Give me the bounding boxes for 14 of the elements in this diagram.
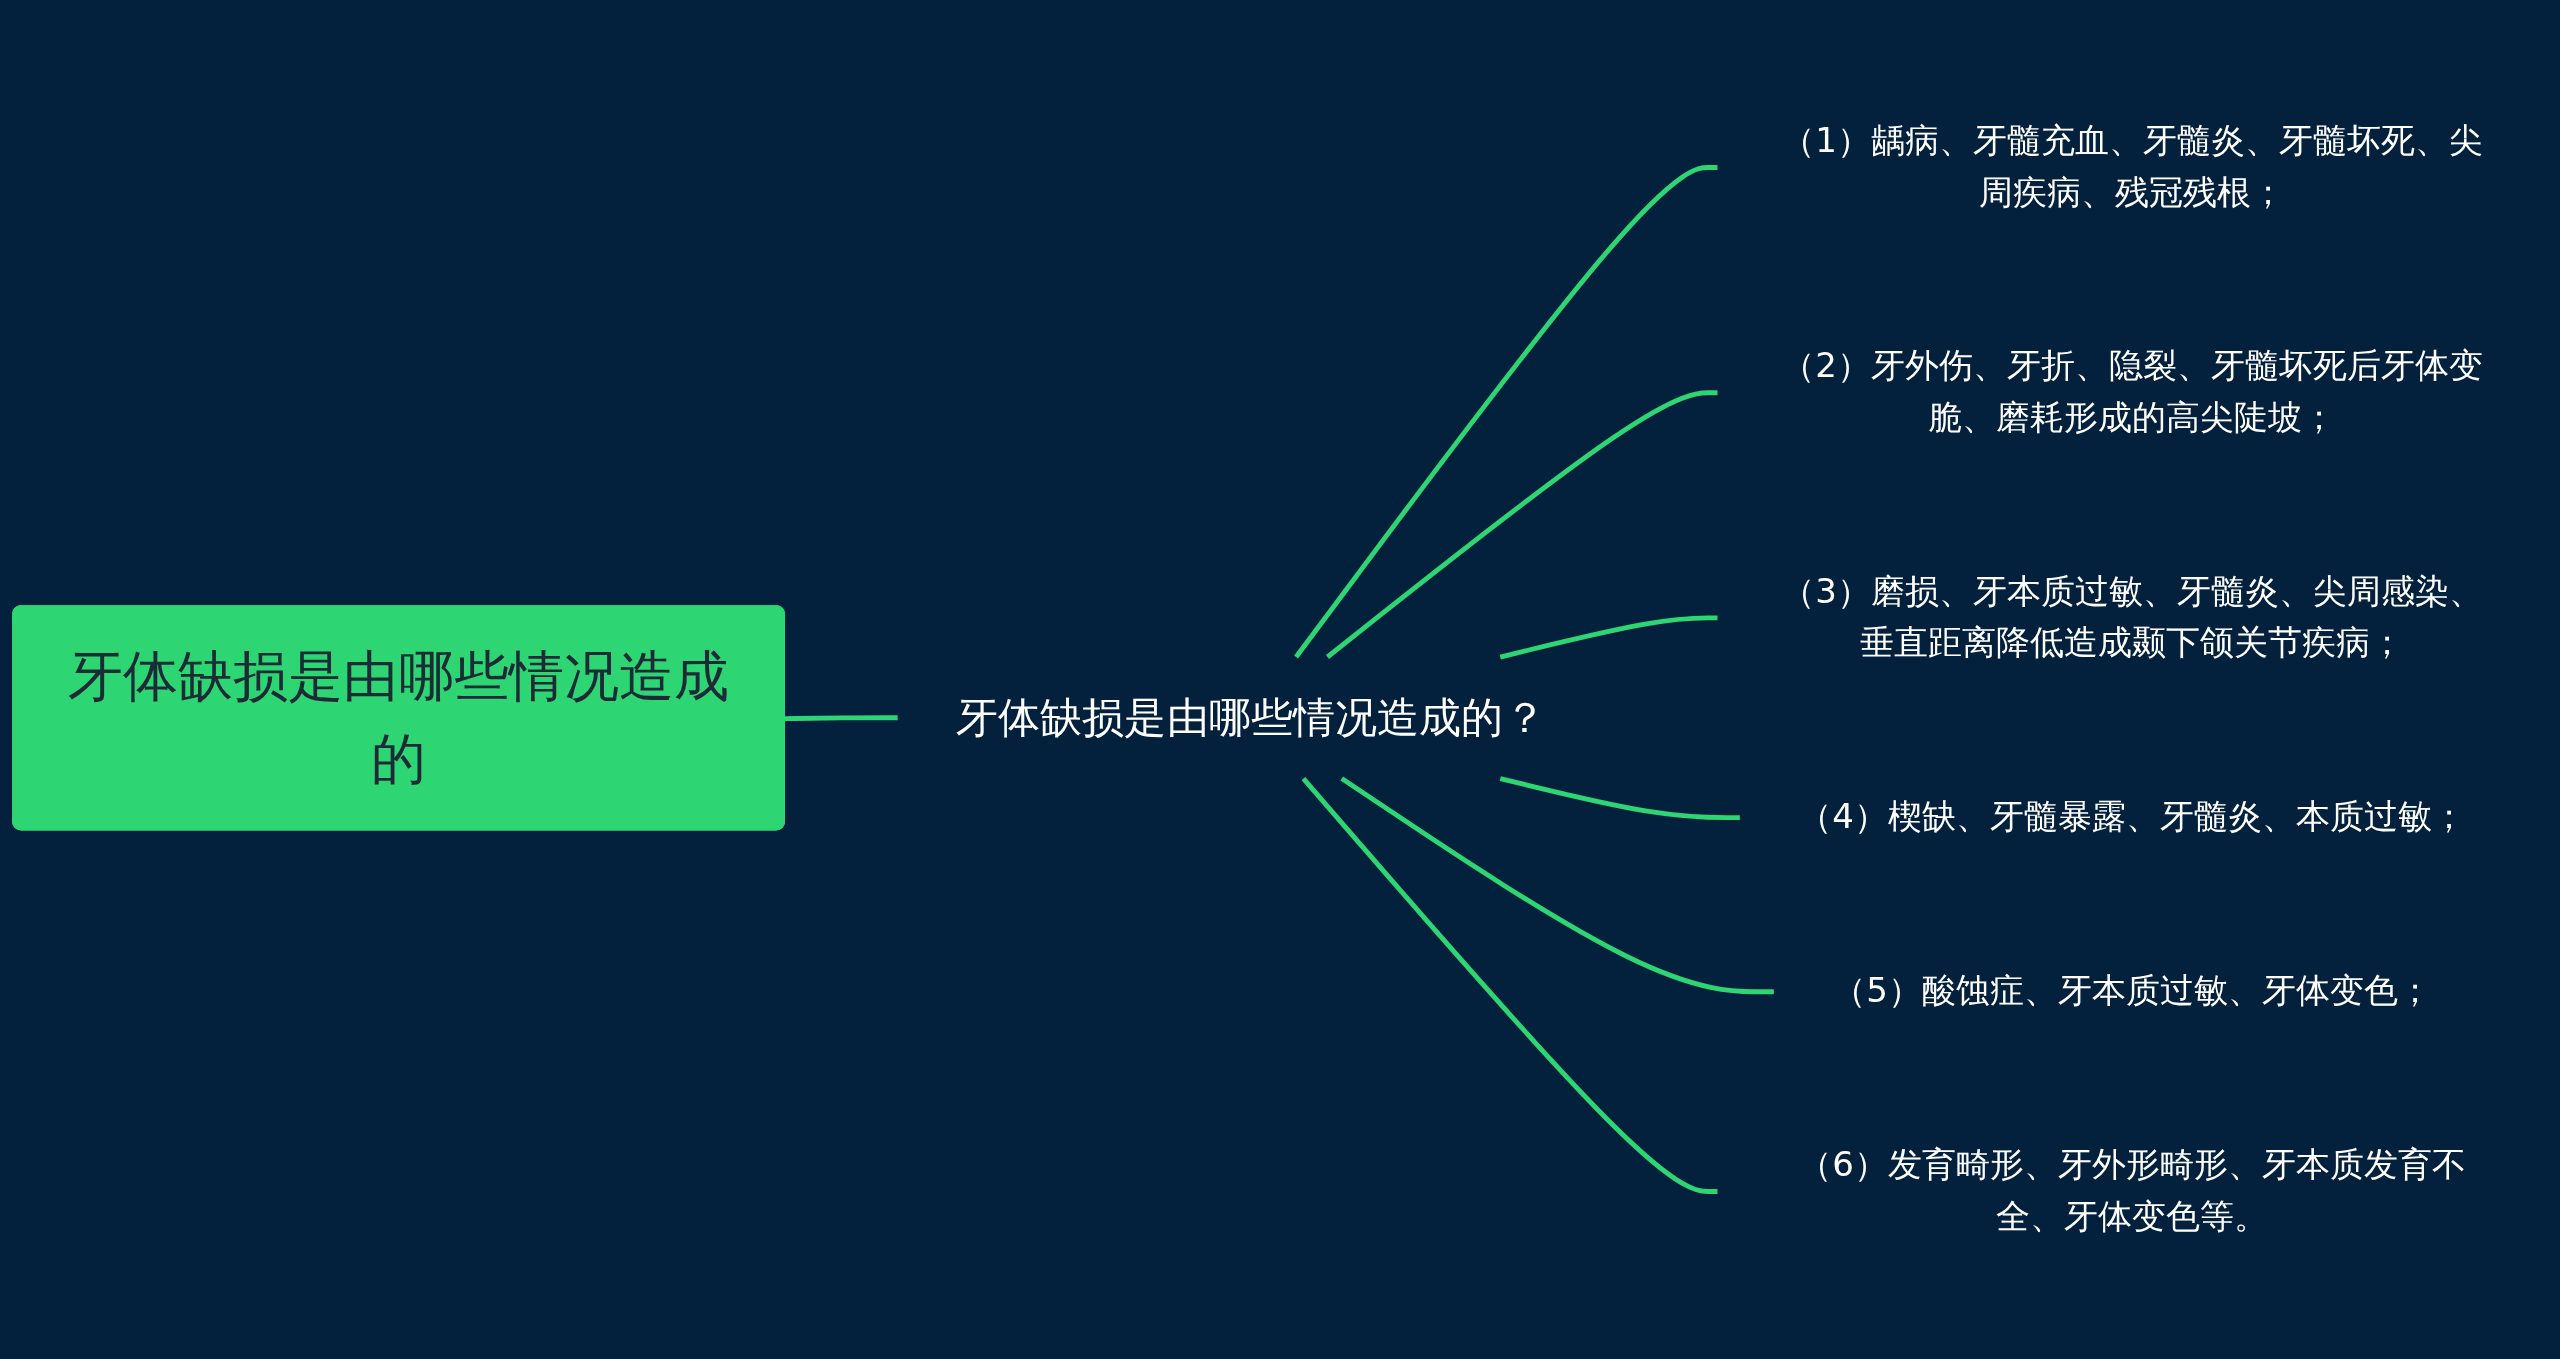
connector (1294, 165, 1718, 659)
connector (1325, 390, 1718, 659)
node-text: （5）酸蚀症、牙本质过敏、牙体变色； (1832, 971, 2433, 1011)
connector (1499, 776, 1740, 821)
connector (1301, 776, 1718, 1194)
node-text: （1）龋病、牙髓充血、牙髓炎、牙髓坏死、尖周疾病、残冠残根； (1781, 121, 2484, 212)
node-text: （2）牙外伤、牙折、隐裂、牙髓坏死后牙体变脆、磨耗形成的高尖陡坡； (1781, 346, 2484, 437)
connector (1340, 776, 1774, 995)
node-text: （4）楔缺、牙髓暴露、牙髓炎、本质过敏； (1798, 796, 2467, 836)
node-text: （3）磨损、牙本质过敏、牙髓炎、尖周感染、垂直距离降低造成颞下颌关节疾病； (1781, 571, 2484, 662)
node-text: （6）发育畸形、牙外形畸形、牙本质发育不全、牙体变色等。 (1798, 1145, 2467, 1236)
connector (784, 715, 898, 721)
node-text: 牙体缺损是由哪些情况造成的？ (955, 692, 1546, 742)
connector (1499, 615, 1718, 660)
